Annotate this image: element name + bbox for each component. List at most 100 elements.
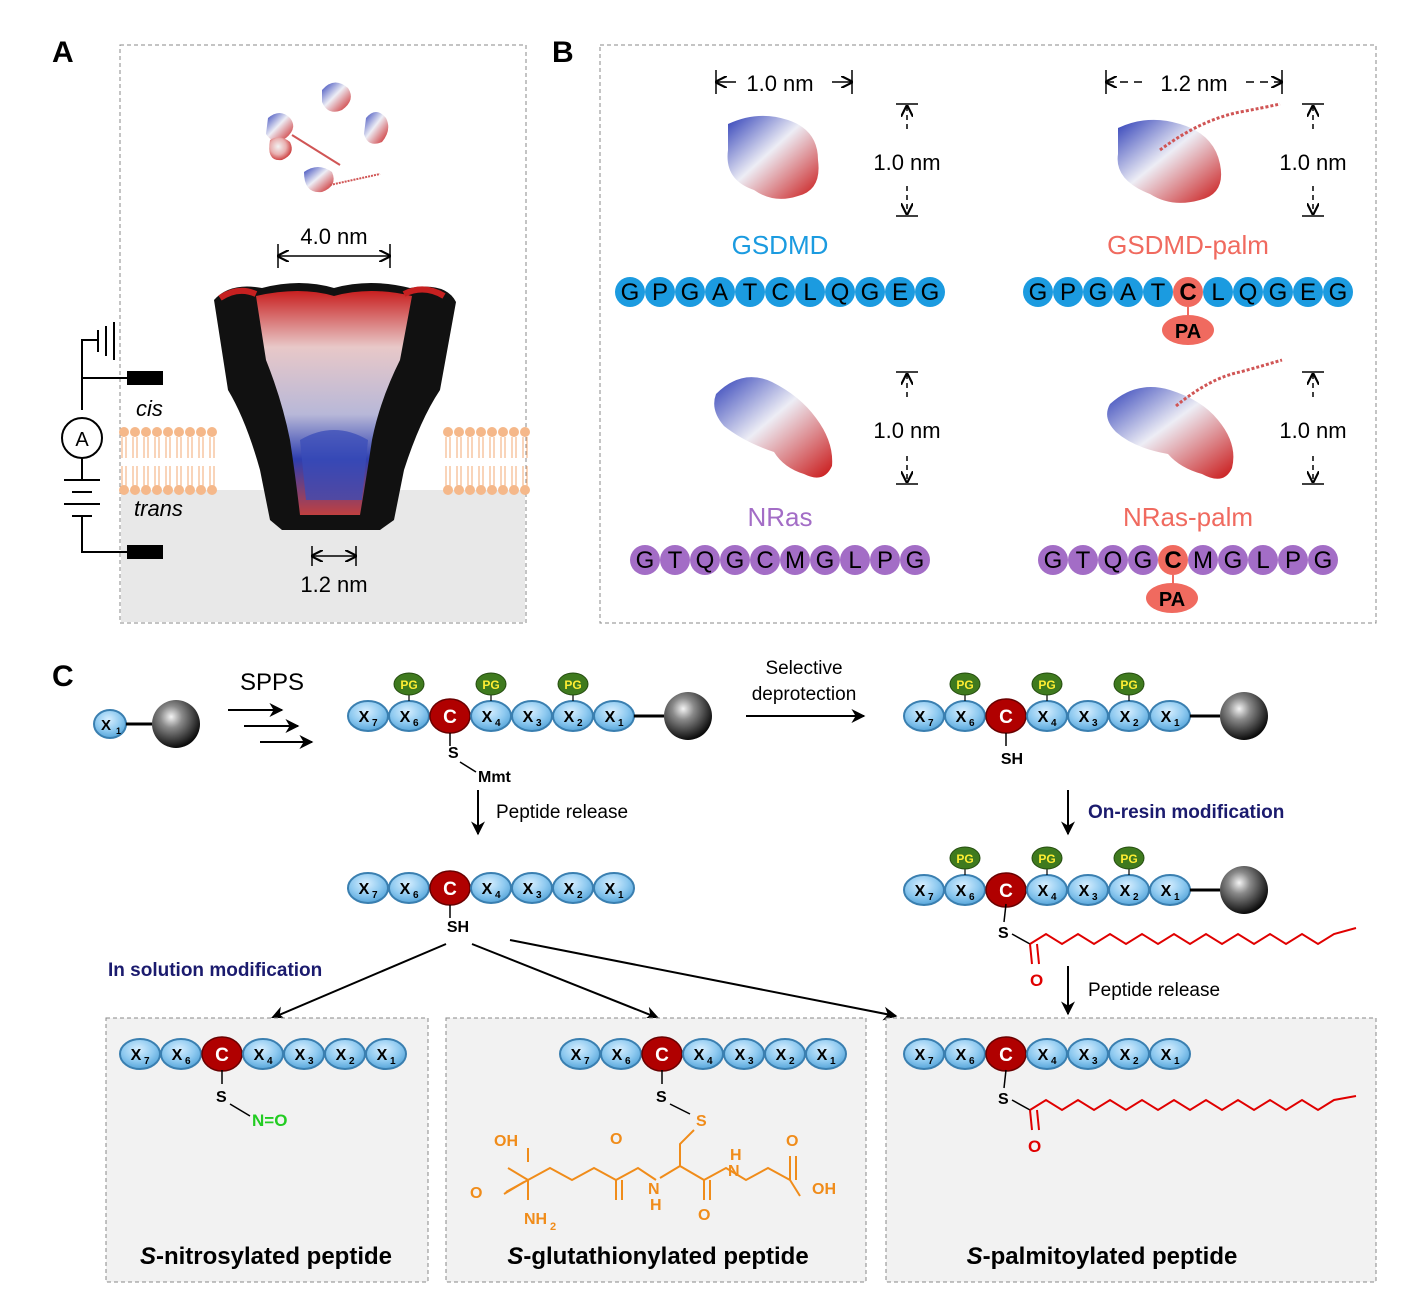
svg-text:O: O [786,1133,798,1150]
s-label-1: S [448,745,459,762]
residue-letter: A [712,279,728,306]
palmitoylated-residue [1173,277,1203,307]
residue-bead [840,545,870,575]
svg-text:X: X [1120,1047,1131,1064]
svg-text:X: X [101,717,111,734]
residue-bead [855,277,885,307]
svg-text:PG: PG [400,678,417,692]
svg-text:PG: PG [564,678,581,692]
residue-letter: G [636,547,655,574]
peptide-molecules [266,82,389,193]
residue-bead [1143,277,1173,307]
residue-bead [885,277,915,307]
svg-text:4: 4 [1051,1056,1057,1067]
residue-letter: G [861,279,880,306]
spps-arrows [228,703,314,749]
sh-label-1: SH [1001,751,1023,768]
svg-text:7: 7 [928,892,934,903]
svg-text:X: X [523,709,534,726]
svg-text:4: 4 [1051,718,1057,729]
palmitoylated-residue [1158,545,1188,575]
residue-bead [1098,545,1128,575]
svg-text:O: O [470,1185,482,1202]
on-resin-label: On-resin modification [1088,802,1284,823]
residue-letter: Q [831,279,850,306]
svg-text:2: 2 [1133,718,1139,729]
svg-text:S: S [998,1091,1009,1108]
svg-text:PG: PG [956,678,973,692]
ammeter-label: A [75,429,89,451]
residue-letter: G [906,547,925,574]
gsdmd-palm-structure [1117,102,1281,203]
residue-letter: G [1269,279,1288,306]
residue-letter: C [756,547,773,574]
residue-letter: G [1029,279,1048,306]
svg-text:C: C [443,707,457,728]
sh-label-2: SH [447,919,469,936]
svg-text:C: C [443,879,457,900]
panel-label-c: C [52,660,74,693]
residue-letter: E [892,279,908,306]
nras-palm-height-arrow [1302,371,1324,485]
protecting-group [949,672,981,696]
svg-text:X: X [1120,709,1131,726]
residue-letter: C [771,279,788,306]
glutathionylated-title: S-glutathionylated peptide [507,1243,808,1270]
residue-letter: G [921,279,940,306]
gsdmd-structure [727,115,819,199]
residue-letter: G [1134,547,1153,574]
svg-text:X: X [1161,883,1172,900]
residue-letter: Q [1104,547,1123,574]
residue-bead [660,545,690,575]
svg-text:X: X [1038,883,1049,900]
svg-text:X: X [172,1047,183,1064]
residue-bead [1308,545,1338,575]
residue-bead [705,277,735,307]
svg-text:X: X [956,709,967,726]
svg-text:6: 6 [969,1056,975,1067]
svg-text:X: X [776,1047,787,1064]
nitroso-group: S N=O [216,1070,287,1130]
nras-palm-height: 1.0 nm [1279,418,1346,443]
peptide-release-label: Peptide release [496,802,628,823]
svg-text:H: H [730,1147,742,1164]
svg-text:X: X [612,1047,623,1064]
svg-text:2: 2 [577,890,583,901]
svg-text:X: X [482,881,493,898]
protecting-group [1031,672,1063,696]
svg-text:2: 2 [550,1221,556,1233]
svg-text:X: X [956,883,967,900]
residue-bead [600,1038,642,1070]
svg-text:6: 6 [969,718,975,729]
palmitoyl-chain-1: S O [998,903,1357,990]
residue-bead [1128,545,1158,575]
glutathione-group: S S H N N H O O O OH OH O [470,1070,836,1233]
residue-bead [1233,277,1263,307]
residue-bead [1203,277,1233,307]
svg-text:S: S [998,925,1009,942]
residue-bead [1149,1038,1191,1070]
svg-text:2: 2 [789,1056,795,1067]
svg-text:X: X [1079,709,1090,726]
residue-letter: P [877,547,893,574]
svg-text:4: 4 [707,1056,713,1067]
panel-b-frame [599,44,1377,624]
svg-text:X: X [336,1047,347,1064]
residue-bead [805,1038,847,1070]
svg-text:X: X [1161,1047,1172,1064]
residue-letter: C [1164,547,1181,574]
residue-letter: L [848,547,861,574]
lipid-bilayer [119,427,530,495]
svg-text:1: 1 [830,1056,836,1067]
residue-bead [1023,277,1053,307]
gsdmd-palm-width: 1.2 nm [1160,71,1227,96]
svg-text:3: 3 [536,890,542,901]
svg-text:N=O: N=O [252,1111,287,1130]
svg-text:6: 6 [413,890,419,901]
